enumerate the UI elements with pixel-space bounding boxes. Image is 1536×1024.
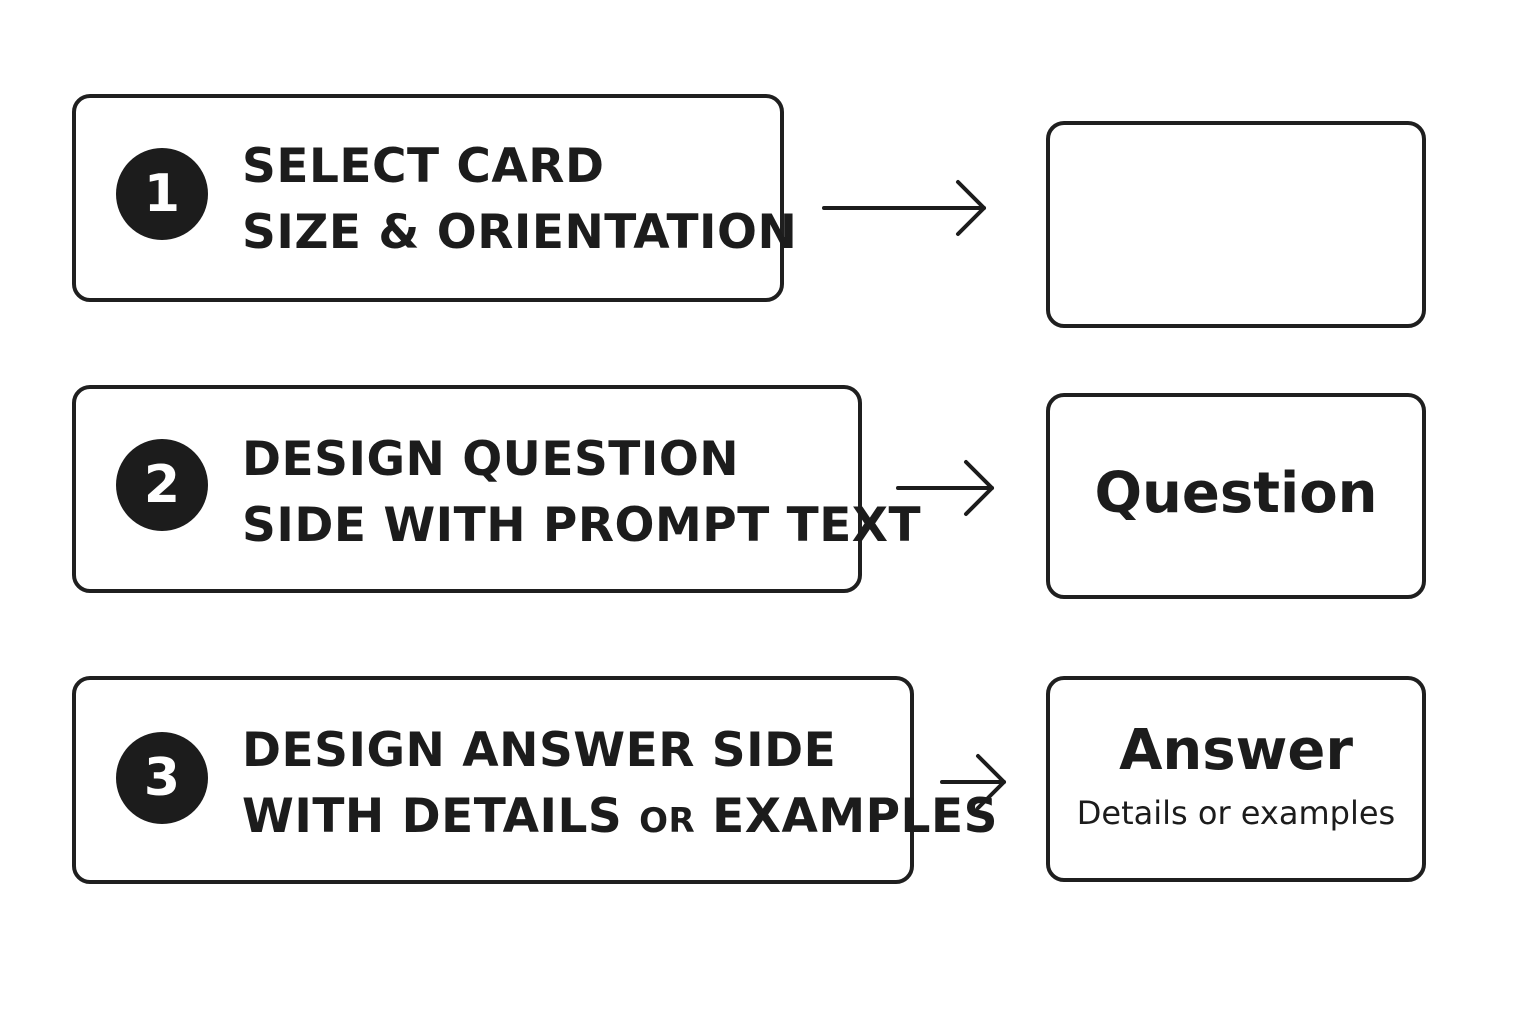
step-2-line-2: SIDE WITH PROMPT TEXT [242, 498, 922, 553]
step-1-line-1: SELECT CARD [242, 139, 605, 194]
step-2-box: 2 DESIGN QUESTION SIDE WITH PROMPT TEXT [72, 385, 921, 593]
answer-card-title: Answer [1119, 718, 1353, 783]
step-3-line-2-part-c: EXAMPLES [712, 789, 998, 844]
step-2-line-1: DESIGN QUESTION [242, 432, 740, 487]
right-arrow-icon [896, 460, 994, 516]
step-2-number-badge: 2 [116, 439, 208, 531]
step-3-label: DESIGN ANSWER SIDE WITH DETAILS OR EXAMP… [242, 718, 998, 854]
question-card-title: Question [1094, 461, 1378, 526]
answer-card-subtitle: Details or examples [1076, 794, 1396, 832]
step-3-line-1: DESIGN ANSWER SIDE [242, 723, 837, 778]
step-3-line-2-part-b: OR [639, 801, 696, 841]
step-3-line-2: WITH DETAILS OR EXAMPLES [242, 784, 998, 854]
answer-card: Answer Details or examples [1046, 676, 1426, 882]
step-1-box: 1 SELECT CARD SIZE & ORIENTATION [72, 94, 797, 302]
step-3-number-badge: 3 [116, 732, 208, 824]
right-arrow-icon [940, 754, 1006, 810]
step-3-line-2-part-a: WITH DETAILS [242, 789, 623, 844]
right-arrow-icon [822, 180, 986, 236]
step-3-box: 3 DESIGN ANSWER SIDE WITH DETAILS OR EXA… [72, 676, 997, 884]
step-1-line-2: SIZE & ORIENTATION [242, 205, 798, 260]
step-2-label: DESIGN QUESTION SIDE WITH PROMPT TEXT [242, 427, 921, 559]
question-card: Question [1046, 393, 1426, 599]
step-1-label: SELECT CARD SIZE & ORIENTATION [242, 134, 797, 266]
step-1-number-badge: 1 [116, 148, 208, 240]
blank-card [1046, 121, 1426, 328]
